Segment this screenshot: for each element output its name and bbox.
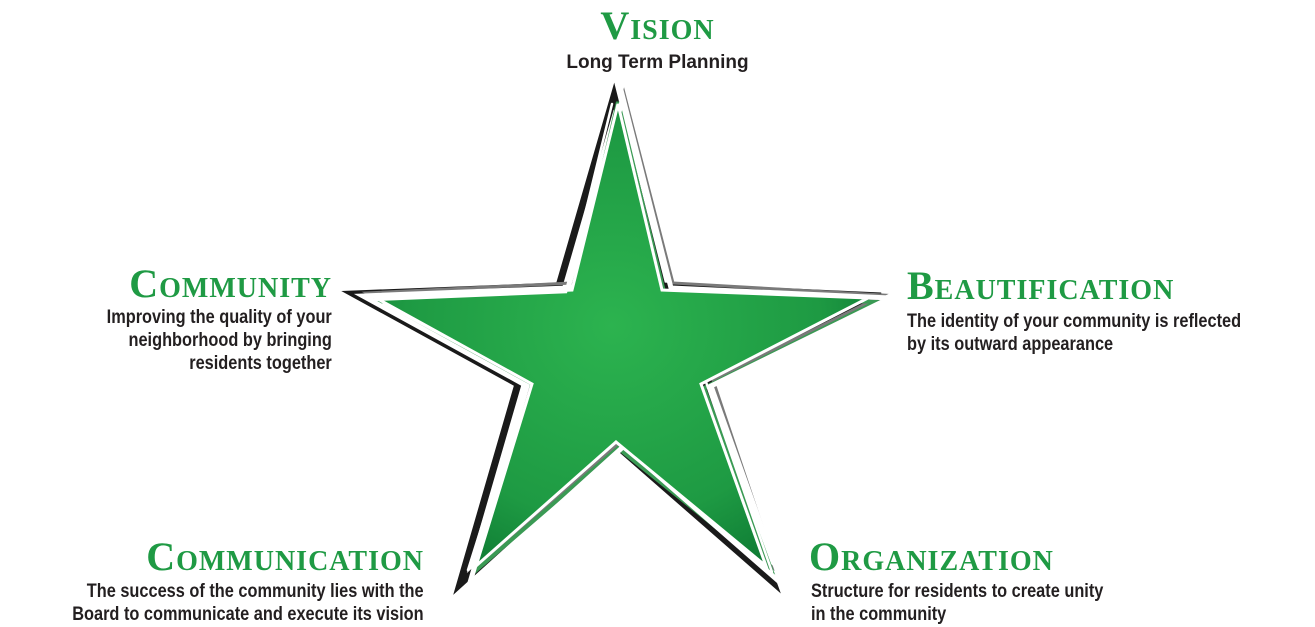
- star-body: [370, 103, 874, 571]
- vision-heading: Vision: [600, 3, 715, 48]
- star-highlights: [370, 98, 774, 574]
- organization-heading: Organization: [809, 534, 1054, 579]
- community-heading: Community: [129, 261, 332, 306]
- communication-description: The success of the community lies with t…: [72, 581, 424, 625]
- communication-heading: Communication: [146, 534, 424, 579]
- vision-description: Long Term Planning: [566, 52, 749, 73]
- community-description: Improving the quality of your neighborho…: [106, 307, 332, 374]
- beautification-description: The identity of your community is reflec…: [907, 311, 1242, 355]
- organization-description: Structure for residents to create unity …: [811, 581, 1104, 625]
- beautification-heading: Beautification: [907, 263, 1175, 308]
